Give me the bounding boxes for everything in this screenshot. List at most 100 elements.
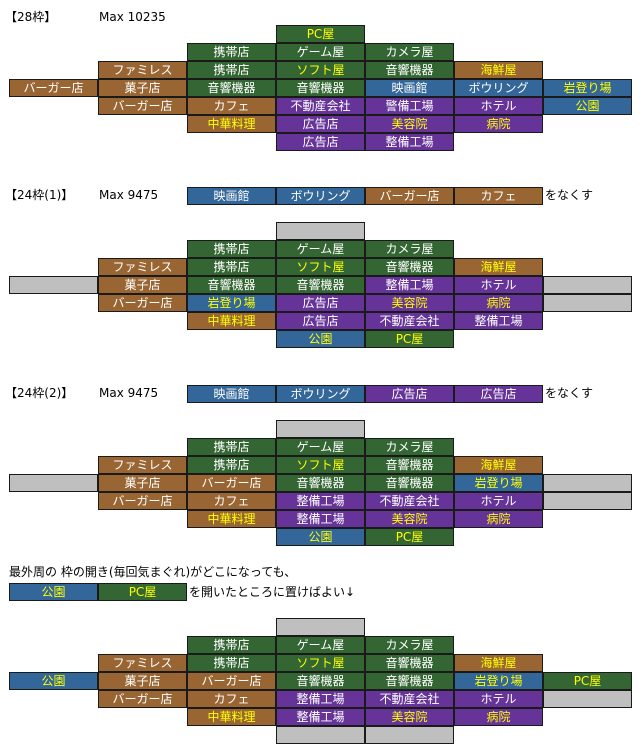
removal-suffix: をなくす bbox=[545, 188, 594, 202]
shop-cell: 中華料理 bbox=[187, 708, 276, 726]
shop-cell: 菓子店 bbox=[98, 474, 187, 492]
empty-slot bbox=[276, 420, 365, 438]
shop-cell: ゲーム屋 bbox=[276, 240, 365, 258]
shop-cell: 病院 bbox=[454, 708, 543, 726]
shop-cell: ソフト屋 bbox=[276, 61, 365, 79]
shop-cell: 海鮮屋 bbox=[454, 654, 543, 672]
section-max-24-1: Max 9475 bbox=[99, 188, 159, 202]
shop-cell: 整備工場 bbox=[276, 708, 365, 726]
shop-cell: ファミレス bbox=[98, 456, 187, 474]
shop-cell: 携帯店 bbox=[187, 654, 276, 672]
shop-cell: ファミレス bbox=[98, 258, 187, 276]
shop-cell: 携帯店 bbox=[187, 438, 276, 456]
shop-cell: ホテル bbox=[454, 276, 543, 294]
empty-slot bbox=[543, 294, 632, 312]
empty-slot bbox=[543, 276, 632, 294]
shop-cell: 公園 bbox=[276, 330, 365, 348]
shop-cell: バーガー店 bbox=[187, 474, 276, 492]
shop-cell: カメラ屋 bbox=[365, 636, 454, 654]
shop-cell: 音響機器 bbox=[276, 79, 365, 97]
shop-cell: カメラ屋 bbox=[365, 438, 454, 456]
shop-cell: 音響機器 bbox=[365, 258, 454, 276]
shop-cell: バーガー店 bbox=[187, 672, 276, 690]
shop-cell: 中華料理 bbox=[187, 510, 276, 528]
shop-cell: PC屋 bbox=[365, 330, 454, 348]
shop-cell: 公園 bbox=[276, 528, 365, 546]
removal-suffix: をなくす bbox=[545, 386, 594, 400]
shop-cell: 広告店 bbox=[276, 312, 365, 330]
shop-cell: 病院 bbox=[454, 294, 543, 312]
shop-cell: ゲーム屋 bbox=[276, 43, 365, 61]
shop-cell: 病院 bbox=[454, 510, 543, 528]
shop-cell: ソフト屋 bbox=[276, 654, 365, 672]
empty-slot bbox=[276, 222, 365, 240]
shop-cell: 整備工場 bbox=[365, 276, 454, 294]
shop-cell: 音響機器 bbox=[365, 654, 454, 672]
shop-cell: 整備工場 bbox=[454, 312, 543, 330]
empty-slot bbox=[543, 474, 632, 492]
shop-cell: カフェ bbox=[187, 690, 276, 708]
shop-cell: カメラ屋 bbox=[365, 43, 454, 61]
removal-cell: 映画館 bbox=[187, 187, 276, 205]
shop-cell: 不動産会社 bbox=[365, 312, 454, 330]
shop-cell: 広告店 bbox=[276, 294, 365, 312]
shop-cell: 美容院 bbox=[365, 708, 454, 726]
shop-cell: ゲーム屋 bbox=[276, 438, 365, 456]
note-text: 最外周の 枠の開き(毎回気まぐれ)がどこになっても、 bbox=[9, 565, 297, 579]
shop-cell: 音響機器 bbox=[276, 276, 365, 294]
shop-cell: 音響機器 bbox=[187, 79, 276, 97]
removal-cell: ボウリング bbox=[276, 385, 365, 403]
shop-cell: 整備工場 bbox=[276, 690, 365, 708]
shop-cell: 菓子店 bbox=[98, 276, 187, 294]
shop-cell: 携帯店 bbox=[187, 240, 276, 258]
shop-cell: 携帯店 bbox=[187, 61, 276, 79]
shop-cell: バーガー店 bbox=[98, 294, 187, 312]
shop-cell: PC屋 bbox=[543, 672, 632, 690]
shop-cell: 不動産会社 bbox=[365, 492, 454, 510]
shop-cell: 不動産会社 bbox=[365, 690, 454, 708]
section-title-24-1: 【24枠(1)】 bbox=[5, 188, 74, 202]
shop-cell: 警備工場 bbox=[365, 97, 454, 115]
shop-cell: 音響機器 bbox=[365, 672, 454, 690]
shop-cell: 中華料理 bbox=[187, 115, 276, 133]
shop-cell: 音響機器 bbox=[365, 61, 454, 79]
removal-cell: 広告店 bbox=[365, 385, 454, 403]
empty-slot bbox=[9, 276, 98, 294]
shop-cell: ソフト屋 bbox=[276, 258, 365, 276]
shop-cell: 音響機器 bbox=[187, 276, 276, 294]
shop-cell: PC屋 bbox=[276, 25, 365, 43]
shop-cell: ホテル bbox=[454, 492, 543, 510]
shop-cell: ゲーム屋 bbox=[276, 636, 365, 654]
shop-cell: ホテル bbox=[454, 97, 543, 115]
shop-cell: 岩登り場 bbox=[187, 294, 276, 312]
shop-cell: 広告店 bbox=[276, 115, 365, 133]
shop-cell: 岩登り場 bbox=[454, 474, 543, 492]
shop-cell: 美容院 bbox=[365, 115, 454, 133]
shop-cell: 菓子店 bbox=[98, 79, 187, 97]
shop-cell: カフェ bbox=[187, 492, 276, 510]
shop-cell: 携帯店 bbox=[187, 258, 276, 276]
empty-slot bbox=[276, 726, 365, 744]
shop-cell: カメラ屋 bbox=[365, 240, 454, 258]
shop-cell: ソフト屋 bbox=[276, 456, 365, 474]
empty-slot bbox=[276, 618, 365, 636]
empty-slot bbox=[543, 690, 632, 708]
shop-cell: 携帯店 bbox=[187, 636, 276, 654]
shop-cell: 公園 bbox=[543, 97, 632, 115]
shop-cell: 岩登り場 bbox=[543, 79, 632, 97]
shop-cell: 海鮮屋 bbox=[454, 258, 543, 276]
shop-cell: 携帯店 bbox=[187, 43, 276, 61]
shop-cell: 整備工場 bbox=[276, 510, 365, 528]
shop-cell: 音響機器 bbox=[276, 672, 365, 690]
note-suffix: を開いたところに置けばよい↓ bbox=[189, 585, 356, 599]
shop-cell: ボウリング bbox=[454, 79, 543, 97]
shop-cell: 菓子店 bbox=[98, 672, 187, 690]
shop-cell: 音響機器 bbox=[276, 474, 365, 492]
shop-cell: バーガー店 bbox=[98, 690, 187, 708]
shop-cell: 公園 bbox=[9, 672, 98, 690]
shop-cell: 美容院 bbox=[365, 510, 454, 528]
shop-cell: 岩登り場 bbox=[454, 672, 543, 690]
empty-slot bbox=[543, 492, 632, 510]
section-title-28: 【28枠】 bbox=[5, 10, 57, 24]
removal-cell: ボウリング bbox=[276, 187, 365, 205]
